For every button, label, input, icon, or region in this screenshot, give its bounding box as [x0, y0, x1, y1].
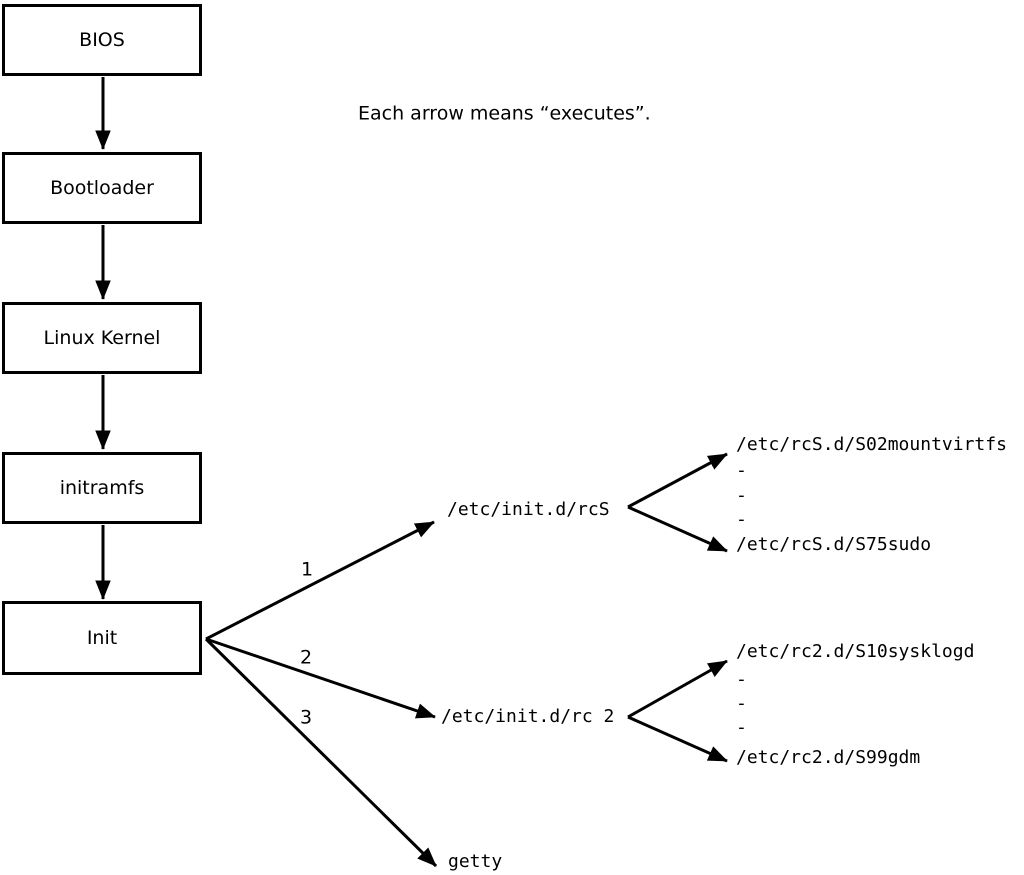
- rc2-script-ellipsis-2: -: [736, 693, 747, 714]
- node-initramfs-label: initramfs: [59, 477, 145, 499]
- caption-arrow-meaning: Each arrow means “executes”.: [358, 102, 651, 125]
- node-init: Init: [2, 601, 202, 675]
- node-bootloader: Bootloader: [2, 152, 202, 224]
- node-initramfs: initramfs: [2, 452, 202, 524]
- rcS-script-first: /etc/rcS.d/S02mountvirtfs: [736, 434, 1007, 455]
- target-rc2-path: /etc/init.d/rc 2: [441, 706, 615, 727]
- rc2-script-last: /etc/rc2.d/S99gdm: [736, 747, 921, 768]
- arrow-init-to-getty: [204, 637, 438, 868]
- target-rcS-path: /etc/init.d/rcS: [447, 499, 610, 520]
- arrow-rcS-to-first-script: [627, 452, 728, 509]
- node-init-label: Init: [86, 627, 118, 649]
- rcS-script-last: /etc/rcS.d/S75sudo: [736, 534, 932, 555]
- rc2-script-ellipsis-3: -: [736, 717, 747, 738]
- rcS-script-ellipsis-2: -: [736, 485, 747, 506]
- branch-order-2: 2: [300, 646, 313, 669]
- node-linux-kernel: Linux Kernel: [2, 302, 202, 374]
- node-linux-kernel-label: Linux Kernel: [43, 327, 161, 349]
- arrow-init-to-rcS: [205, 520, 435, 641]
- arrow-rc2-to-last-script: [627, 715, 728, 763]
- arrow-rcS-to-last-script: [627, 505, 728, 553]
- node-bootloader-label: Bootloader: [50, 177, 154, 199]
- rc2-script-first: /etc/rc2.d/S10sysklogd: [736, 641, 975, 662]
- rc2-script-ellipsis-1: -: [736, 669, 747, 690]
- branch-order-1: 1: [301, 558, 314, 581]
- node-bios: BIOS: [2, 4, 202, 76]
- rcS-script-ellipsis-3: -: [736, 509, 747, 530]
- arrow-init-to-rc2: [205, 637, 436, 719]
- arrow-rc2-to-first-script: [627, 659, 728, 719]
- branch-order-3: 3: [300, 706, 313, 729]
- target-getty: getty: [448, 851, 503, 872]
- node-bios-label: BIOS: [79, 29, 125, 51]
- rcS-script-ellipsis-1: -: [736, 460, 747, 481]
